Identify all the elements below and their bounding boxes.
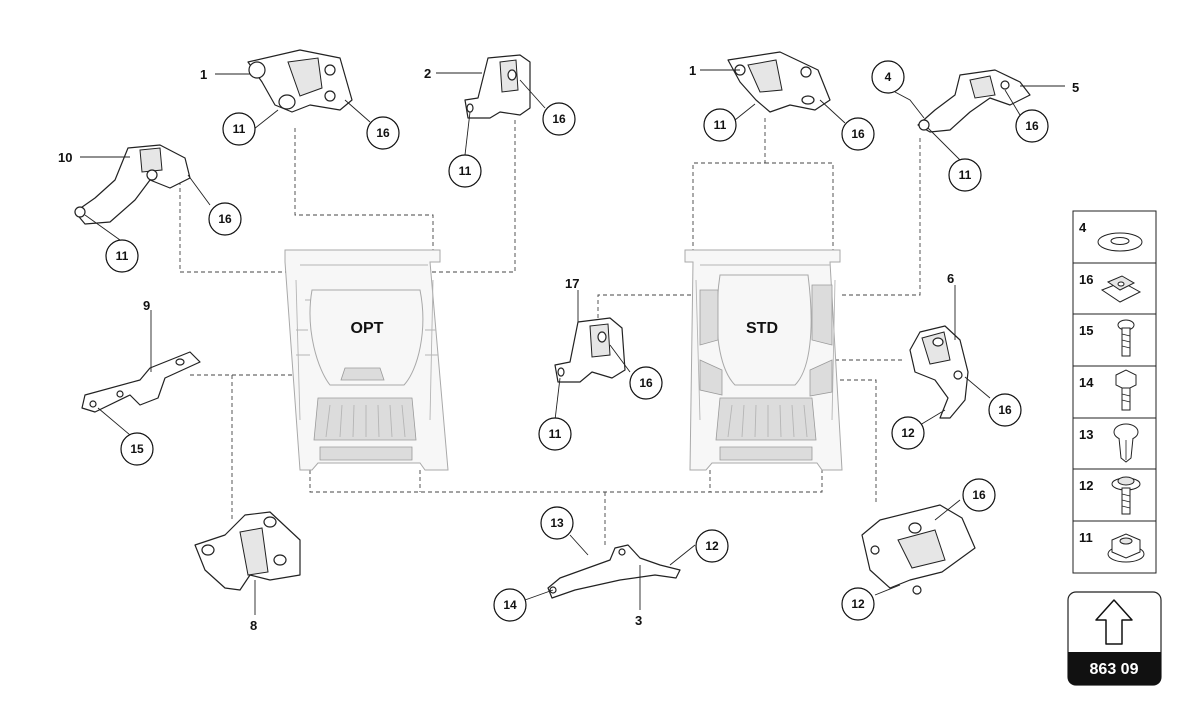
plastic-rivet-icon	[1113, 423, 1139, 463]
svg-text:11: 11	[549, 427, 562, 441]
svg-text:16: 16	[1079, 272, 1093, 287]
reference-badge: 863 09	[1067, 591, 1162, 686]
svg-text:4: 4	[885, 70, 892, 84]
bracket-part-2	[464, 54, 531, 119]
bracket-part-8	[194, 511, 301, 591]
svg-text:15: 15	[130, 442, 144, 456]
legend-row-4: 4	[1079, 220, 1143, 252]
callout-11: 11	[105, 239, 139, 273]
legend-row-11: 11	[1079, 530, 1145, 563]
std-body-outline	[684, 249, 843, 471]
fastener-legend: 4 16 15 14	[1072, 210, 1157, 574]
bracket-part-9	[81, 351, 201, 413]
part-number-10: 10	[58, 150, 72, 165]
hex-bolt-icon	[1115, 369, 1137, 411]
bracket-part-bottom-right	[861, 504, 976, 595]
callout-11: 11	[448, 154, 482, 188]
callout-11: 11	[703, 108, 737, 142]
legend-row-14: 14	[1079, 369, 1137, 411]
part-number-8: 8	[250, 618, 257, 633]
callouts: 4 11 16 16 11 11 16 16	[105, 60, 1049, 622]
bracket-part-10	[74, 144, 191, 225]
callout-15: 15	[120, 432, 154, 466]
svg-text:15: 15	[1079, 323, 1093, 338]
svg-text:12: 12	[851, 597, 865, 611]
callout-4: 4	[871, 60, 905, 94]
legend-row-16: 16	[1079, 272, 1142, 303]
svg-text:14: 14	[1079, 375, 1094, 390]
svg-text:16: 16	[639, 376, 653, 390]
flange-nut-icon	[1107, 533, 1145, 563]
legend-row-13: 13	[1079, 423, 1139, 463]
bracket-part-4-5	[917, 69, 1031, 133]
svg-text:11: 11	[233, 122, 246, 136]
svg-text:16: 16	[972, 488, 986, 502]
svg-text:12: 12	[1079, 478, 1093, 493]
part-number-2: 2	[424, 66, 431, 81]
callout-11: 11	[222, 112, 256, 146]
part-number-9: 9	[143, 298, 150, 313]
callout-14: 14	[493, 588, 527, 622]
clip-nut-icon	[1100, 275, 1142, 303]
opt-body-outline	[284, 249, 449, 471]
callout-16: 16	[988, 393, 1022, 427]
bracket-part-3	[547, 544, 681, 599]
bracket-part-1-left	[247, 49, 353, 113]
svg-text:12: 12	[901, 426, 915, 440]
part-number-6: 6	[947, 271, 954, 286]
svg-text:13: 13	[550, 516, 564, 530]
callout-12: 12	[695, 529, 729, 563]
flange-screw-icon	[1111, 476, 1141, 515]
part-number-3: 3	[635, 613, 642, 628]
bracket-part-6	[909, 325, 969, 419]
callout-12: 12	[841, 587, 875, 621]
callout-11: 11	[948, 158, 982, 192]
part-number-1-right: 1	[689, 63, 696, 78]
screw-icon	[1117, 319, 1135, 357]
callout-11: 11	[538, 417, 572, 451]
part-number-5: 5	[1072, 80, 1079, 95]
callout-12: 12	[891, 416, 925, 450]
svg-text:16: 16	[1025, 119, 1039, 133]
svg-text:11: 11	[1079, 530, 1093, 545]
svg-text:11: 11	[959, 168, 972, 182]
part-number-1-left: 1	[200, 67, 207, 82]
svg-text:4: 4	[1079, 220, 1087, 235]
svg-text:16: 16	[552, 112, 566, 126]
svg-text:12: 12	[705, 539, 719, 553]
std-label: STD	[746, 320, 778, 337]
svg-text:16: 16	[851, 127, 865, 141]
svg-text:14: 14	[503, 598, 517, 612]
callout-16: 16	[208, 202, 242, 236]
legend-row-12: 12	[1079, 476, 1141, 515]
svg-text:16: 16	[376, 126, 390, 140]
callout-16: 16	[542, 102, 576, 136]
svg-text:11: 11	[116, 249, 129, 263]
part-number-labels: 1 2 1 5 10 9 17 6 8 3	[58, 63, 1079, 633]
arrow-up-icon	[1095, 599, 1133, 645]
callout-16: 16	[629, 366, 663, 400]
leader-lines	[80, 69, 1065, 615]
callout-16: 16	[366, 116, 400, 150]
bracket-part-17	[554, 317, 626, 383]
svg-text:11: 11	[714, 118, 727, 132]
opt-label: OPT	[351, 320, 384, 337]
washer-icon	[1097, 232, 1143, 252]
callout-13: 13	[540, 506, 574, 540]
svg-text:16: 16	[998, 403, 1012, 417]
svg-text:13: 13	[1079, 427, 1093, 442]
svg-text:11: 11	[459, 164, 472, 178]
reference-code: 863 09	[1090, 661, 1139, 678]
bracket-part-1-right	[727, 51, 831, 113]
legend-row-15: 15	[1079, 319, 1135, 357]
callout-16: 16	[962, 478, 996, 512]
callout-16: 16	[841, 117, 875, 151]
callout-16: 16	[1015, 109, 1049, 143]
svg-text:16: 16	[218, 212, 232, 226]
part-number-17: 17	[565, 276, 579, 291]
